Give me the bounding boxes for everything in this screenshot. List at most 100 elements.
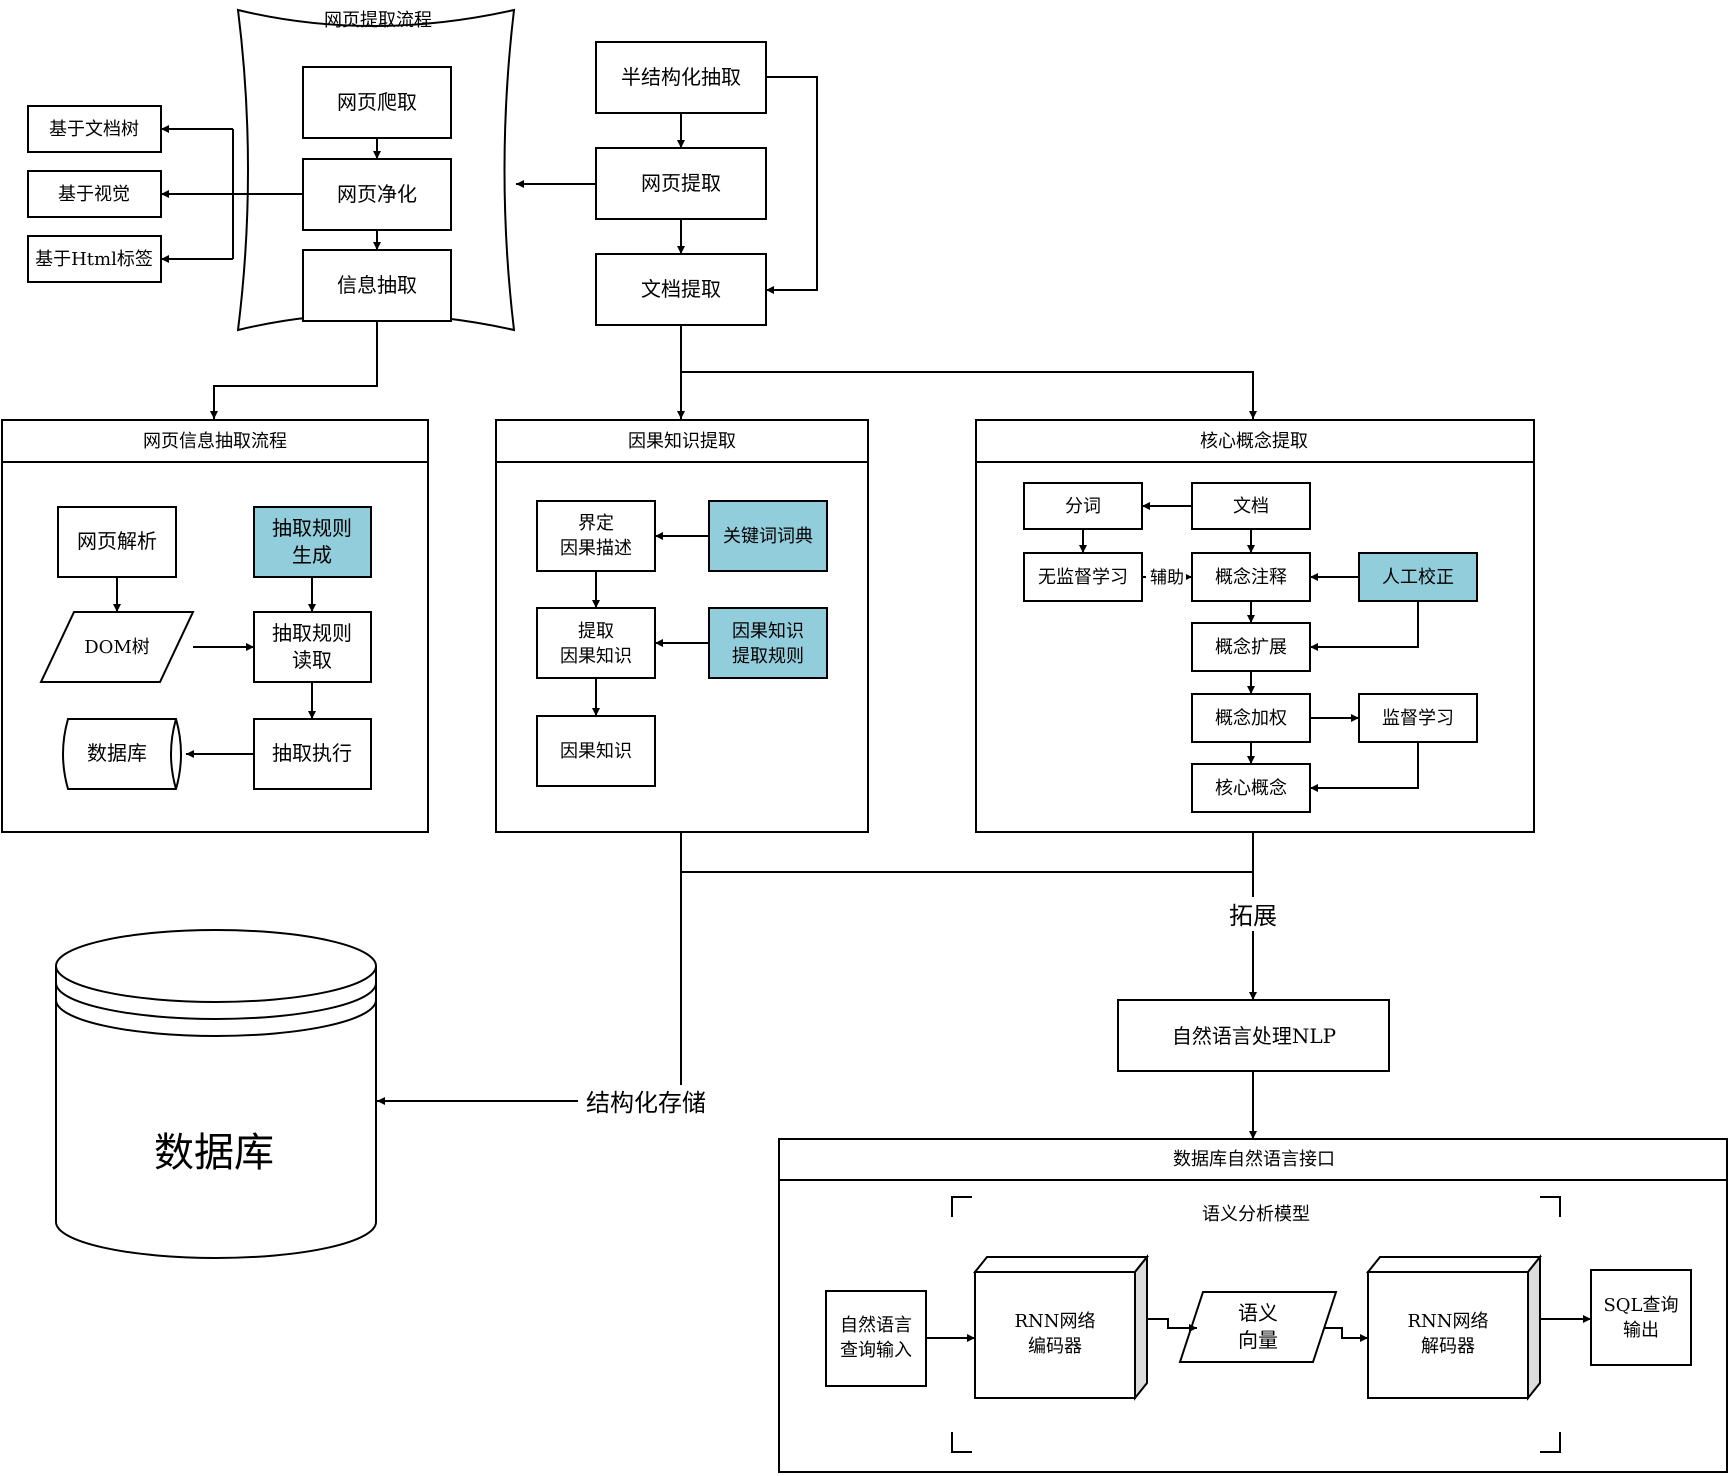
encoder-label-2: 编码器	[1028, 1336, 1082, 1357]
encoder-top-face	[972, 1256, 1150, 1273]
extend-label-bg	[1225, 897, 1281, 931]
arrow-encoder-to-vector	[1147, 1318, 1197, 1332]
assist-label: 辅助	[1150, 568, 1184, 588]
document-label: 文档	[1233, 496, 1269, 517]
causal-rules-label-2: 提取规则	[732, 646, 804, 667]
rule-gen-box	[253, 506, 372, 578]
rule-read-label-1: 抽取规则	[272, 621, 352, 645]
execute-box	[253, 718, 372, 790]
corner-bottom-right	[1540, 1432, 1561, 1453]
dom-tree-label: DOM树	[84, 637, 150, 658]
main-database: 数据库	[55, 929, 377, 1259]
corner-bottom-left	[951, 1432, 972, 1453]
decoder-label-2: 解码器	[1421, 1336, 1475, 1357]
encoder-side-face	[1134, 1254, 1148, 1401]
keyword-dict-box	[708, 500, 828, 572]
main-database-top	[55, 929, 377, 1003]
crawl-label: 网页爬取	[337, 90, 417, 114]
core-concept-label: 核心概念	[1215, 777, 1287, 799]
method-visual-box	[27, 170, 162, 218]
nl-interface-title: 数据库自然语言接口	[1173, 1149, 1335, 1170]
method-html-tag-box	[27, 235, 162, 283]
purify-label: 网页净化	[337, 182, 417, 206]
semantic-vector-label-2: 向量	[1238, 1328, 1278, 1352]
manual-correction-label: 人工校正	[1382, 567, 1454, 588]
decoder-top-face	[1365, 1256, 1543, 1273]
small-database-edge	[170, 718, 177, 790]
web-info-panel-title: 网页信息抽取流程	[143, 431, 287, 452]
web-extraction-flow-title: 网页提取流程	[324, 10, 432, 31]
main-database-body	[55, 966, 377, 1259]
semantic-vector-shape	[1178, 1291, 1338, 1363]
web-extract-box	[595, 147, 767, 220]
causal-rules-box	[708, 607, 828, 679]
query-input-box	[825, 1290, 927, 1387]
main-database-ring-1	[55, 982, 377, 1020]
encoder-front-face	[974, 1271, 1136, 1399]
semi-structured-group: 半结构化抽取 网页提取 文档提取	[516, 41, 818, 326]
parse-label: 网页解析	[77, 529, 157, 553]
structured-storage-label: 结构化存储	[586, 1089, 706, 1117]
sql-output-label-1: SQL查询	[1603, 1295, 1678, 1316]
rule-gen-label-1: 抽取规则	[272, 516, 352, 540]
model-title: 语义分析模型	[1202, 1204, 1310, 1225]
segment-box	[1023, 482, 1143, 530]
expand-label: 概念扩展	[1215, 636, 1287, 658]
web-info-panel: 网页信息抽取流程 网页解析 抽取规则 生成 DOM树 抽取规则 读取 数据库 抽…	[1, 419, 429, 833]
arrow-semi-to-doc-side	[766, 76, 818, 294]
extract-knowledge-box	[536, 607, 656, 679]
expand-box	[1191, 622, 1311, 672]
small-database-label: 数据库	[87, 741, 147, 765]
extend-label: 拓展	[1229, 902, 1277, 930]
arrow-vector-to-decoder	[1325, 1327, 1368, 1342]
web-extract-label: 网页提取	[641, 171, 721, 195]
arrow-doc-to-concept	[681, 371, 1257, 419]
causal-panel-title: 因果知识提取	[628, 431, 736, 452]
parse-box	[57, 506, 177, 578]
rule-read-box	[253, 611, 372, 683]
method-html-tag-label: 基于Html标签	[35, 249, 153, 270]
info-extract-label: 信息抽取	[337, 273, 417, 297]
storage-label-bg	[578, 1085, 714, 1119]
extract-knowledge-label-2: 因果知识	[560, 646, 632, 667]
arrow-info-to-web-panel	[210, 321, 378, 419]
annotate-label: 概念注释	[1215, 566, 1287, 588]
decoder-front-face	[1367, 1271, 1529, 1399]
concept-panel-title: 核心概念提取	[1200, 430, 1308, 452]
decoder-label-1: RNN网络	[1407, 1311, 1488, 1332]
extract-knowledge-label-1: 提取	[578, 621, 614, 642]
unsupervised-box	[1023, 552, 1143, 602]
query-input-label-1: 自然语言	[840, 1315, 912, 1336]
segment-label: 分词	[1065, 496, 1101, 517]
encoder-label-1: RNN网络	[1014, 1311, 1095, 1332]
decoder-side-face	[1527, 1254, 1541, 1401]
dom-tree-shape	[39, 611, 195, 683]
define-label-1: 界定	[578, 513, 614, 534]
corner-top-left	[951, 1196, 972, 1217]
nl-interface-panel: 数据库自然语言接口 语义分析模型 自然语言 查询输入 RNN网络 编码器 语义 …	[778, 1138, 1728, 1473]
purify-methods-group: 基于文档树 基于视觉 基于Html标签	[27, 105, 303, 283]
method-doc-tree-label: 基于文档树	[49, 119, 139, 140]
nlp-box	[1117, 999, 1390, 1072]
causal-knowledge-box	[536, 715, 656, 787]
method-visual-label: 基于视觉	[58, 184, 130, 205]
semi-structured-label: 半结构化抽取	[621, 65, 741, 89]
sql-output-box	[1590, 1269, 1692, 1366]
causal-panel: 因果知识提取 界定 因果描述 关键词词典 提取 因果知识 因果知识 提取规则 因…	[495, 419, 869, 833]
concept-panel: 核心概念提取 分词 文档 无监督学习 概念注释 人工校正 概念扩展 概念加权 监…	[975, 419, 1535, 833]
corner-top-right	[1540, 1196, 1561, 1217]
arrow-supervised-to-core	[1310, 742, 1419, 792]
causal-rules-label-1: 因果知识	[732, 621, 804, 642]
causal-knowledge-label: 因果知识	[560, 741, 632, 762]
semantic-vector-label-1: 语义	[1238, 1301, 1278, 1325]
sql-output-label-2: 输出	[1623, 1320, 1659, 1341]
crawl-box	[302, 66, 452, 139]
web-extraction-flow-group: 网页提取流程 网页爬取 网页净化 信息抽取	[236, 8, 516, 332]
execute-label: 抽取执行	[272, 741, 352, 765]
annotate-box	[1191, 552, 1311, 602]
supervised-label: 监督学习	[1382, 708, 1454, 729]
method-doc-tree-box	[27, 105, 162, 153]
weight-label: 概念加权	[1215, 707, 1287, 729]
rule-read-label-2: 读取	[292, 648, 332, 672]
doc-extract-label: 文档提取	[641, 277, 721, 301]
